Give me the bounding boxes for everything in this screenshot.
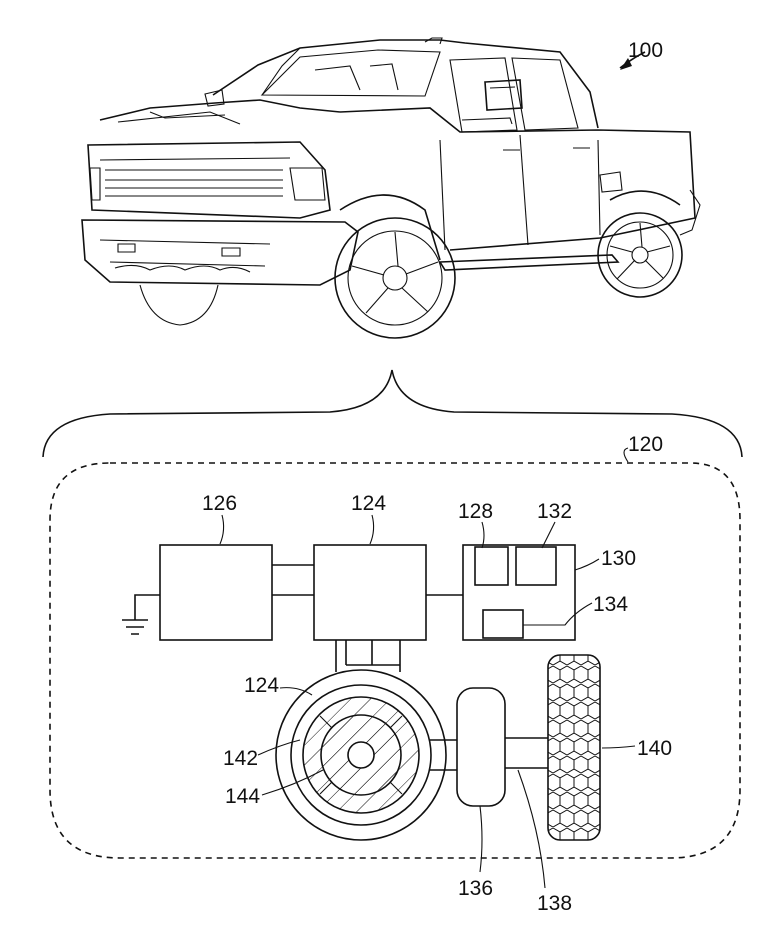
block-134-module: [483, 610, 523, 638]
electric-motor-124: [276, 670, 446, 840]
pickup-truck-illustration: [82, 38, 700, 338]
gearbox-136-label: 136: [458, 877, 493, 900]
block-126-label: 126: [202, 492, 237, 515]
block-124-inverter: [314, 545, 426, 640]
shaft-138: [505, 738, 548, 768]
block-124-top-label: 124: [351, 492, 386, 515]
motor-124-label: 124: [244, 674, 279, 697]
gearbox-136: [457, 688, 505, 806]
wheel-140: [548, 655, 600, 840]
block-130-label: 130: [601, 547, 636, 570]
block-128-memory: [475, 547, 508, 585]
shaft-138-label: 138: [537, 892, 572, 915]
block-128-label: 128: [458, 500, 493, 523]
wheel-140-label: 140: [637, 737, 672, 760]
block-130-controller: [463, 545, 575, 640]
block-134-label: 134: [593, 593, 628, 616]
ground-symbol-icon: [122, 595, 160, 634]
system-reference-label: 120: [628, 433, 663, 456]
block-126-battery: [160, 545, 272, 640]
stator-142-label: 142: [223, 747, 258, 770]
block-132-processor: [516, 547, 556, 585]
rotor-144-label: 144: [225, 785, 260, 808]
block-132-label: 132: [537, 500, 572, 523]
